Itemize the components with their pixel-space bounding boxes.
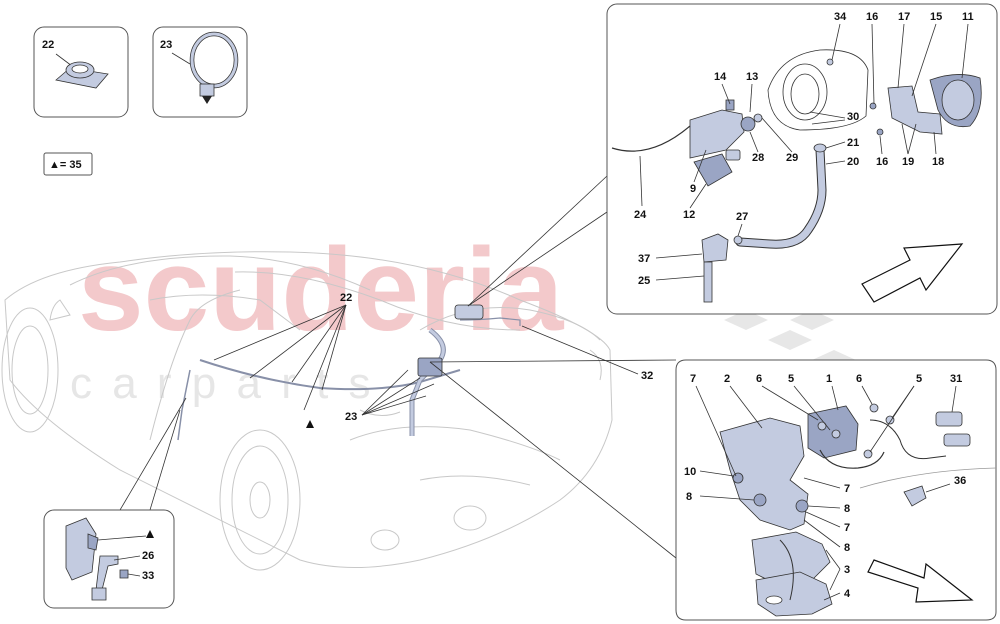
callout-30: 30: [847, 111, 859, 123]
callout-7-top: 7: [690, 373, 696, 385]
callout-6-left: 6: [756, 373, 762, 385]
leader-lines: [119, 175, 677, 559]
callout-14: 14: [714, 71, 727, 83]
sensor-detail: 26 33: [43, 509, 175, 609]
callout-6-right: 6: [856, 373, 862, 385]
callout-21: 21: [847, 137, 859, 149]
callout-7-mid: 7: [844, 483, 850, 495]
callout-8-left: 8: [686, 491, 692, 503]
callout-7-low: 7: [844, 522, 850, 534]
callout-23-car: 23: [345, 411, 357, 423]
callout-3: 3: [844, 564, 850, 576]
callout-31: 31: [950, 373, 962, 385]
callout-24: 24: [634, 209, 647, 221]
callout-37: 37: [638, 253, 650, 265]
callout-29: 29: [786, 152, 798, 164]
callout-34: 34: [834, 11, 847, 23]
callout-2: 2: [724, 373, 730, 385]
callout-8-mid: 8: [844, 503, 850, 515]
cable-harness: [177, 304, 521, 441]
legend: ▲= 35: [43, 152, 93, 176]
callout-12: 12: [683, 209, 695, 221]
inset-part-23: 23: [152, 26, 248, 118]
callout-8-low: 8: [844, 542, 850, 554]
callout-22-car: 22: [340, 292, 352, 304]
callout-4: 4: [844, 588, 851, 600]
callout-5-right: 5: [916, 373, 922, 385]
callout-1: 1: [826, 373, 832, 385]
callout-11: 11: [962, 11, 974, 23]
callout-5-left: 5: [788, 373, 794, 385]
callout-19: 19: [902, 156, 914, 168]
callout-10: 10: [684, 466, 696, 478]
callout-22-inset: 22: [42, 39, 54, 51]
watermark-main: scuderia: [78, 224, 565, 356]
callout-33: 33: [142, 570, 154, 582]
callout-26: 26: [142, 550, 154, 562]
callout-20: 20: [847, 156, 859, 168]
legend-text: ▲= 35: [49, 159, 82, 171]
car-callouts: 22 23 32: [213, 292, 653, 428]
fuel-flap-detail: 34 16 17 15 11 14 13 30 28 29 21 20 16 1…: [606, 3, 998, 315]
inset-part-22: 22: [33, 26, 129, 118]
callout-13: 13: [746, 71, 758, 83]
callout-16-top: 16: [866, 11, 878, 23]
latch-detail: 7 2 6 5 1 6 5 31 10 8 7 8 7 8 36 3 4: [675, 359, 997, 621]
callout-36: 36: [954, 475, 966, 487]
car-outline: [1, 251, 613, 571]
callout-27: 27: [736, 211, 748, 223]
callout-25: 25: [638, 275, 650, 287]
callout-18: 18: [932, 156, 944, 168]
callout-28: 28: [752, 152, 764, 164]
callout-15: 15: [930, 11, 942, 23]
callout-23-inset: 23: [160, 39, 172, 51]
callout-9: 9: [690, 183, 696, 195]
watermark: scuderia c a r p a r t s: [70, 224, 565, 408]
callout-32: 32: [641, 370, 653, 382]
callout-16-bottom: 16: [876, 156, 888, 168]
callout-17: 17: [898, 11, 910, 23]
